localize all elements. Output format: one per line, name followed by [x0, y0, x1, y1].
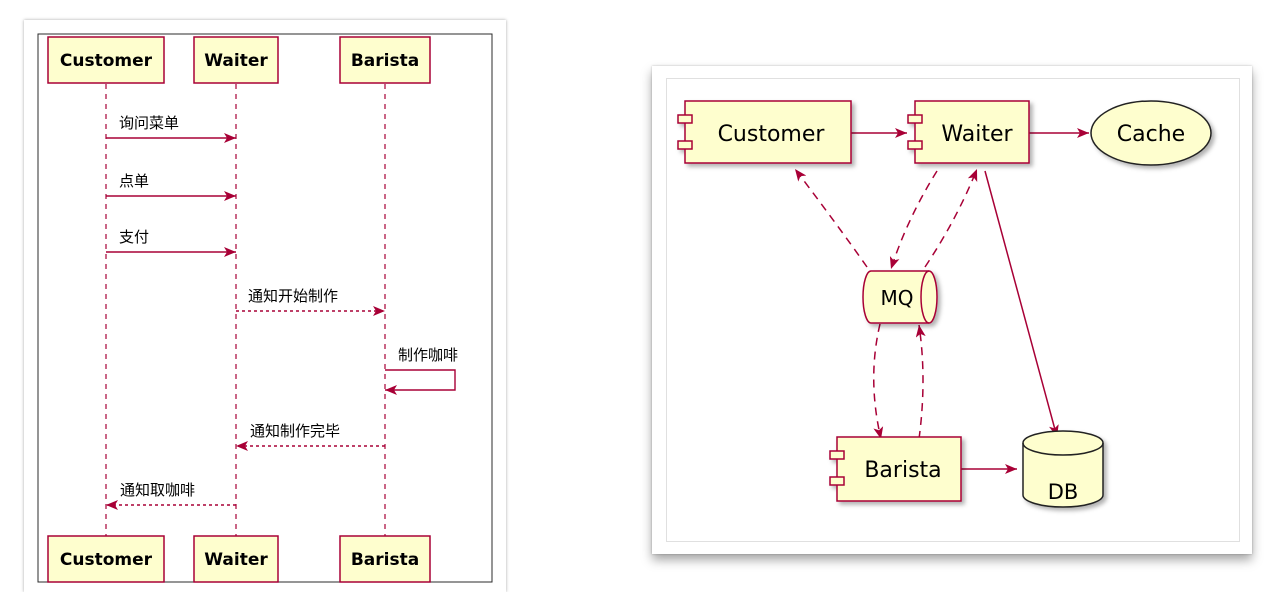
node-customer	[677, 100, 852, 164]
participant-barista-top: Barista	[339, 36, 431, 84]
node-barista-label: Barista	[864, 458, 941, 483]
sequence-frame	[37, 33, 493, 583]
message-label: 点单	[119, 172, 149, 190]
message-pay: 支付	[106, 228, 236, 257]
participant-waiter-top: Waiter	[193, 36, 279, 84]
edge-waiter-mq	[889, 170, 938, 270]
message-notify-done: 通知制作完毕	[236, 422, 385, 451]
message-notify-pickup: 通知取咖啡	[106, 481, 236, 510]
edge-mq-barista	[873, 323, 884, 440]
component-diagram-canvas: Customer Waiter Cache MQ	[666, 78, 1240, 542]
node-customer-label: Customer	[718, 122, 826, 147]
node-mq-label: MQ	[881, 286, 914, 310]
message-notify-start: 通知开始制作	[236, 287, 385, 316]
node-barista	[829, 436, 962, 502]
participant-waiter-label: Waiter	[204, 550, 268, 570]
message-make-coffee: 制作咖啡	[385, 346, 458, 395]
sequence-diagram-panel: Customer Waiter Barista Customer Waiter …	[24, 20, 506, 592]
edge-barista-mq	[915, 324, 926, 440]
node-cache	[1090, 100, 1212, 166]
node-cache-label: Cache	[1117, 122, 1185, 147]
participant-barista-bottom: Barista	[339, 535, 431, 583]
participant-customer-bottom: Customer	[47, 535, 165, 583]
node-db-label: DB	[1048, 480, 1079, 504]
participant-customer-label: Customer	[60, 550, 153, 570]
edge-mq-customer	[794, 168, 868, 268]
edge-mq-waiter	[924, 168, 978, 268]
message-label: 询问菜单	[119, 114, 179, 132]
participant-waiter-bottom: Waiter	[193, 535, 279, 583]
message-order: 点单	[106, 172, 236, 201]
message-label: 通知取咖啡	[120, 481, 195, 499]
edge-waiter-db	[984, 170, 1059, 438]
node-mq	[862, 270, 938, 324]
participant-customer-label: Customer	[60, 51, 153, 71]
participant-barista-label: Barista	[351, 550, 419, 570]
node-waiter	[907, 100, 1030, 164]
participant-waiter-label: Waiter	[204, 51, 268, 71]
node-db	[1022, 430, 1104, 508]
participant-barista-label: Barista	[351, 51, 419, 71]
participant-customer-top: Customer	[47, 36, 165, 84]
component-diagram: Customer Waiter Cache MQ	[677, 100, 1212, 508]
message-label: 通知开始制作	[248, 287, 338, 305]
message-ask-menu: 询问菜单	[106, 114, 236, 143]
message-label: 通知制作完毕	[250, 422, 340, 440]
component-diagram-panel: Customer Waiter Cache MQ	[652, 66, 1252, 554]
node-waiter-label: Waiter	[941, 122, 1013, 147]
sequence-diagram: Customer Waiter Barista Customer Waiter …	[37, 33, 493, 583]
message-label: 制作咖啡	[398, 346, 458, 364]
message-label: 支付	[119, 228, 149, 246]
